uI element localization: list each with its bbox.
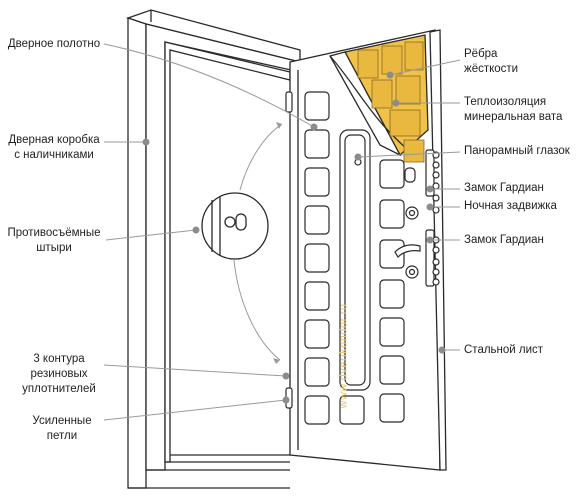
- label-rubber-seals: 3 контура резиновых уплотнителей: [22, 353, 96, 395]
- arrowheads: [273, 122, 282, 364]
- watermark: www.dverikondor.ru: [337, 303, 350, 409]
- label-guardian-lock-bottom: Замок Гардиан: [464, 234, 544, 246]
- pin-magnifier: [201, 192, 269, 260]
- label-mineral-wool: Теплоизоляция минеральная вата: [464, 96, 563, 123]
- locks-and-handle: [285, 91, 440, 409]
- door-frame-shape: [125, 9, 301, 489]
- right-panels: [339, 129, 405, 425]
- label-door-frame: Дверная коробка с наличниками: [8, 134, 100, 161]
- insulation-texture: [357, 41, 425, 163]
- label-reinforced-hinges: Усиленные петли: [32, 415, 92, 442]
- left-panels: [304, 91, 330, 425]
- leader-lines: [103, 43, 461, 421]
- label-peephole: Панорамный глазок: [464, 145, 570, 157]
- label-stiffening-ribs: Рёбра жёсткости: [464, 48, 519, 75]
- label-guardian-lock-top: Замок Гардиан: [464, 182, 544, 194]
- leader-dots: [142, 71, 446, 404]
- label-door-leaf: Дверное полотно: [7, 38, 101, 50]
- label-steel-sheet: Стальной лист: [464, 344, 544, 356]
- label-anti-removal-pins: Противосъёмные штыри: [7, 227, 101, 254]
- label-night-latch: Ночная задвижка: [464, 200, 557, 212]
